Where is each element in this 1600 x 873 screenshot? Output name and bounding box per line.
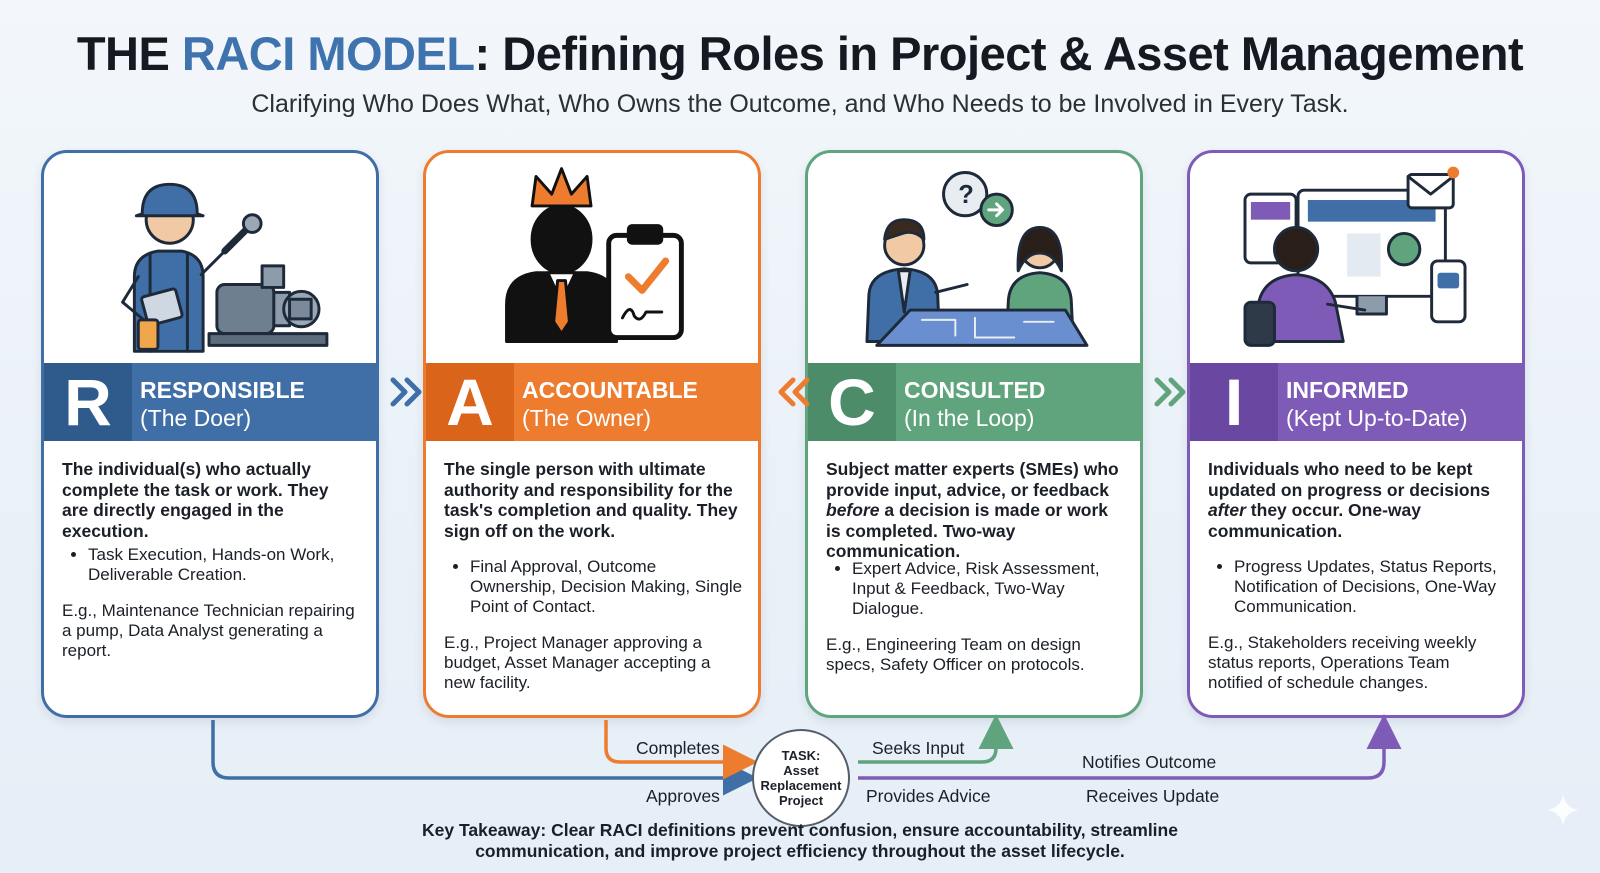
role-band: C CONSULTED (In the Loop) [808,363,1140,441]
chevron-left-icon [778,377,810,407]
role-name: RESPONSIBLE [140,377,305,403]
page-subtitle: Clarifying Who Does What, Who Owns the O… [251,90,1349,118]
role-bullets: Final Approval, Outcome Ownership, Decis… [452,557,744,617]
label-notifies-outcome: Notifies Outcome [1082,752,1217,772]
role-description: The individual(s) who actually complete … [62,459,329,541]
label-provides-advice: Provides Advice [866,786,991,806]
person-at-monitor-with-notifications-icon [1243,166,1467,347]
role-name: ACCOUNTABLE [522,377,698,403]
technician-with-pump-icon [121,182,329,353]
role-bullets: Progress Updates, Status Reports, Notifi… [1216,557,1508,617]
role-card-informed: I INFORMED (Kept Up-to-Date) Individuals… [1187,150,1525,718]
role-name: CONSULTED [904,377,1046,403]
role-bullets: Task Execution, Hands-on Work, Deliverab… [70,545,362,585]
role-card-responsible: R RESPONSIBLE (The Doer) The individual(… [41,150,379,718]
key-takeaway: Key Takeaway: Clear RACI definitions pre… [422,820,1178,861]
experts-discussing-blueprint-icon: ? [865,171,1089,347]
role-example: E.g., Stakeholders receiving weekly stat… [1208,633,1477,692]
page-title: THE RACI MODEL: Defining Roles in Projec… [76,27,1524,80]
list-item: Expert Advice, Risk Assessment, Input & … [852,559,1126,619]
role-subtitle: (The Owner) [522,405,652,431]
label-receives-update: Receives Update [1086,786,1220,806]
label-seeks-input: Seeks Input [872,738,965,758]
list-item: Final Approval, Outcome Ownership, Decis… [470,557,744,617]
role-subtitle: (In the Loop) [904,405,1035,431]
role-example: E.g., Project Manager approving a budget… [444,633,711,692]
role-description: Individuals who need to be kept updated … [1208,459,1490,541]
role-subtitle: (The Doer) [140,405,252,431]
list-item: Progress Updates, Status Reports, Notifi… [1234,557,1508,617]
role-example: E.g., Engineering Team on design specs, … [826,635,1085,674]
role-letter: R [44,363,132,441]
role-band: A ACCOUNTABLE (The Owner) [426,363,758,441]
chevron-right-icon [390,377,422,407]
label-approves: Approves [646,786,720,806]
chevron-right-icon [1154,377,1186,407]
list-item: Task Execution, Hands-on Work, Deliverab… [88,545,362,585]
role-subtitle: (Kept Up-to-Date) [1286,405,1468,431]
title-highlight: RACI MODEL [181,27,475,80]
svg-text:?: ? [958,181,974,209]
role-band: I INFORMED (Kept Up-to-Date) [1190,363,1522,441]
role-letter: C [808,363,896,441]
role-card-accountable: A ACCOUNTABLE (The Owner) The single per… [423,150,761,718]
role-letter: I [1190,363,1278,441]
task-node: TASK: Asset Replacement Project [752,729,850,827]
role-description: Subject matter experts (SMEs) who provid… [826,459,1119,561]
role-bullets: Expert Advice, Risk Assessment, Input & … [834,559,1126,619]
role-example: E.g., Maintenance Technician repairing a… [62,601,355,660]
role-name: INFORMED [1286,377,1409,403]
sparkle-icon [1547,794,1579,826]
role-description: The single person with ultimate authorit… [444,459,738,541]
role-letter: A [426,363,514,441]
role-card-consulted: ? C CONSULTED (In the Loop) Subject matt… [805,150,1143,718]
crowned-manager-with-clipboard-icon [505,167,684,343]
label-completes: Completes [636,738,720,758]
role-band: R RESPONSIBLE (The Doer) [44,363,376,441]
